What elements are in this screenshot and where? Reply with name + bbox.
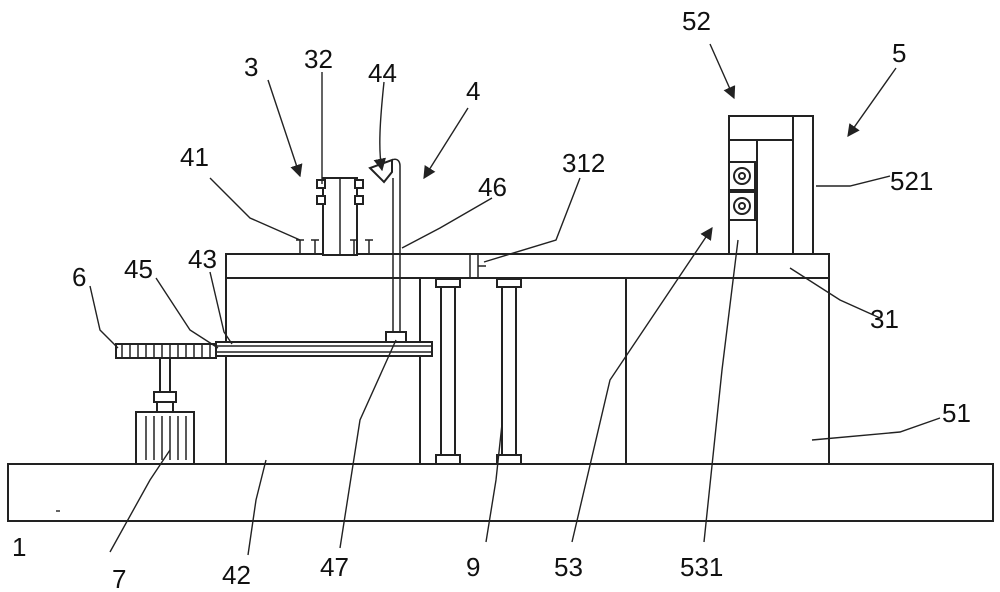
label-4: 4 bbox=[466, 76, 480, 106]
label-46: 46 bbox=[478, 172, 507, 202]
label-31: 31 bbox=[870, 304, 899, 334]
labels: 1 3 4 5 6 7 9 31 32 41 42 43 44 45 46 47… bbox=[12, 6, 971, 592]
motor bbox=[135, 357, 195, 465]
label-43: 43 bbox=[188, 244, 217, 274]
rollers bbox=[728, 161, 756, 221]
label-41: 41 bbox=[180, 142, 209, 172]
label-3: 3 bbox=[244, 52, 258, 82]
label-51: 51 bbox=[942, 398, 971, 428]
label-52: 52 bbox=[682, 6, 711, 36]
support-column bbox=[435, 278, 461, 465]
label-45: 45 bbox=[124, 254, 153, 284]
support-column bbox=[496, 278, 522, 465]
top-table bbox=[225, 253, 830, 279]
label-521: 521 bbox=[890, 166, 933, 196]
label-53: 53 bbox=[554, 552, 583, 582]
leader-lines bbox=[56, 43, 941, 556]
label-47: 47 bbox=[320, 552, 349, 582]
label-531: 531 bbox=[680, 552, 723, 582]
label-6: 6 bbox=[72, 262, 86, 292]
label-312: 312 bbox=[562, 148, 605, 178]
label-44: 44 bbox=[368, 58, 397, 88]
label-32: 32 bbox=[304, 44, 333, 74]
gear bbox=[115, 343, 217, 359]
hold-down-post bbox=[316, 177, 364, 256]
left-block bbox=[225, 275, 421, 465]
base-plate bbox=[7, 463, 994, 522]
rack bbox=[215, 341, 433, 357]
label-7: 7 bbox=[112, 564, 126, 592]
label-9: 9 bbox=[466, 552, 480, 582]
right-block bbox=[625, 277, 830, 465]
label-1: 1 bbox=[12, 532, 26, 562]
label-42: 42 bbox=[222, 560, 251, 590]
label-5: 5 bbox=[892, 38, 906, 68]
locating-pins bbox=[296, 239, 373, 254]
